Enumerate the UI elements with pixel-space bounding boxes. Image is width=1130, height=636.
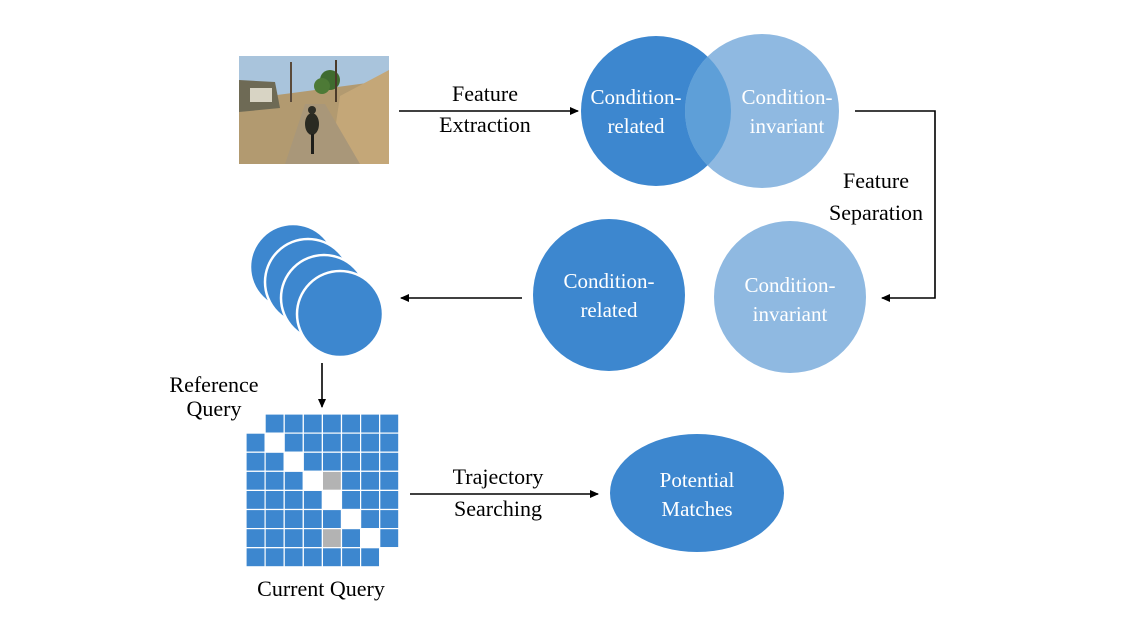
matrix-cell xyxy=(283,489,304,511)
matrix-cell xyxy=(283,527,304,549)
matrix-cell xyxy=(321,489,343,511)
matrix-cell xyxy=(245,527,266,549)
matrix-cell xyxy=(245,413,266,434)
matrix-cell xyxy=(283,413,304,434)
matrix-cell xyxy=(340,527,362,549)
venn-invariant-label-line1: Condition- xyxy=(741,85,832,109)
condition-related-circle xyxy=(533,219,685,371)
matrix-cell xyxy=(379,547,400,568)
matrix-cell xyxy=(360,547,381,568)
matrix-cell xyxy=(321,508,343,530)
matrix-cell xyxy=(302,489,323,511)
matrix-cell xyxy=(340,547,362,568)
matrix-cell xyxy=(360,508,381,530)
trajectory-label-line2: Searching xyxy=(454,496,542,521)
matrix-cell xyxy=(264,432,285,453)
matrix-cell xyxy=(245,508,266,530)
reference-label-line1: Reference xyxy=(169,372,258,397)
feature-separation-arrow xyxy=(855,110,936,302)
matrix-cell xyxy=(321,432,343,453)
venn-condition-related-circle xyxy=(581,36,731,186)
potential-matches-label-line2: Matches xyxy=(661,497,732,521)
matrix-cell xyxy=(264,547,285,568)
matrix-cell xyxy=(360,489,381,511)
matrix-cell xyxy=(360,413,381,434)
venn-diagram: Condition- related Condition- invariant xyxy=(581,34,839,188)
matrix-cell xyxy=(264,508,285,530)
matrix-cell xyxy=(302,413,323,434)
venn-related-label-line1: Condition- xyxy=(590,85,681,109)
matrix-cell xyxy=(321,527,343,549)
matrix-cell xyxy=(379,451,400,472)
matrix-cell xyxy=(302,508,323,530)
matrix-cell xyxy=(302,527,323,549)
matrix-cell xyxy=(379,508,400,530)
reference-label-line2: Query xyxy=(187,396,242,421)
condition-invariant-label-line2: invariant xyxy=(753,302,828,326)
road-scene-thumbnail xyxy=(239,56,389,164)
matrix-cell xyxy=(360,432,381,453)
matrix-cell xyxy=(302,432,323,453)
condition-invariant-circle xyxy=(714,221,866,373)
trajectory-label-line1: Trajectory xyxy=(453,464,544,489)
matrix-cell xyxy=(340,470,362,491)
matrix-cell xyxy=(379,470,400,491)
matrix-cell xyxy=(245,489,266,511)
venn-related-label-line2: related xyxy=(607,114,665,138)
feature-separation-label-line1: Feature xyxy=(843,168,909,193)
matrix-cell xyxy=(283,508,304,530)
feature-extraction-label-line1: Feature xyxy=(452,81,518,106)
venn-condition-invariant-circle xyxy=(685,34,839,188)
feature-extraction-label-line2: Extraction xyxy=(439,112,531,137)
matrix-cell xyxy=(321,451,343,472)
matrix-cell xyxy=(245,547,266,568)
matrix-cell xyxy=(340,489,362,511)
matrix-cell xyxy=(264,527,285,549)
matrix-cell xyxy=(283,470,304,491)
matrix-cell xyxy=(340,451,362,472)
reference-query-stack xyxy=(248,222,385,359)
matrix-cell xyxy=(264,489,285,511)
matrix-cell xyxy=(379,489,400,511)
matrix-cell xyxy=(264,470,285,491)
matrix-cell xyxy=(379,432,400,453)
matrix-cell xyxy=(379,413,400,434)
matrix-cell xyxy=(340,413,362,434)
matrix-cell xyxy=(321,547,343,568)
condition-related-label-line1: Condition- xyxy=(563,269,654,293)
feature-separation-label-line2: Separation xyxy=(829,200,923,225)
matrix-cell xyxy=(283,432,304,453)
matrix-cell xyxy=(302,451,323,472)
potential-matches-label-line1: Potential xyxy=(660,468,735,492)
current-query-label: Current Query xyxy=(257,576,385,601)
potential-matches-ellipse xyxy=(610,434,784,552)
matrix-cell xyxy=(245,470,266,491)
matrix-cell xyxy=(283,547,304,568)
matrix-cell xyxy=(245,432,266,453)
condition-related-label-line2: related xyxy=(580,298,638,322)
matrix-cell xyxy=(340,508,362,530)
matrix-cell xyxy=(302,547,323,568)
matrix-cell xyxy=(283,451,304,472)
matrix-cell xyxy=(264,413,285,434)
similarity-matrix xyxy=(245,413,400,568)
matrix-cell xyxy=(379,527,400,549)
matrix-cell xyxy=(321,470,343,491)
matrix-cell xyxy=(302,470,323,491)
venn-invariant-label-line2: invariant xyxy=(750,114,825,138)
matrix-cell xyxy=(340,432,362,453)
matrix-cell xyxy=(360,451,381,472)
matrix-cell xyxy=(360,470,381,491)
matrix-cell xyxy=(321,413,343,434)
matrix-cell xyxy=(264,451,285,472)
matrix-cell xyxy=(360,527,381,549)
condition-invariant-label-line1: Condition- xyxy=(744,273,835,297)
stack-circle-4 xyxy=(295,269,385,359)
matrix-cell xyxy=(245,451,266,472)
